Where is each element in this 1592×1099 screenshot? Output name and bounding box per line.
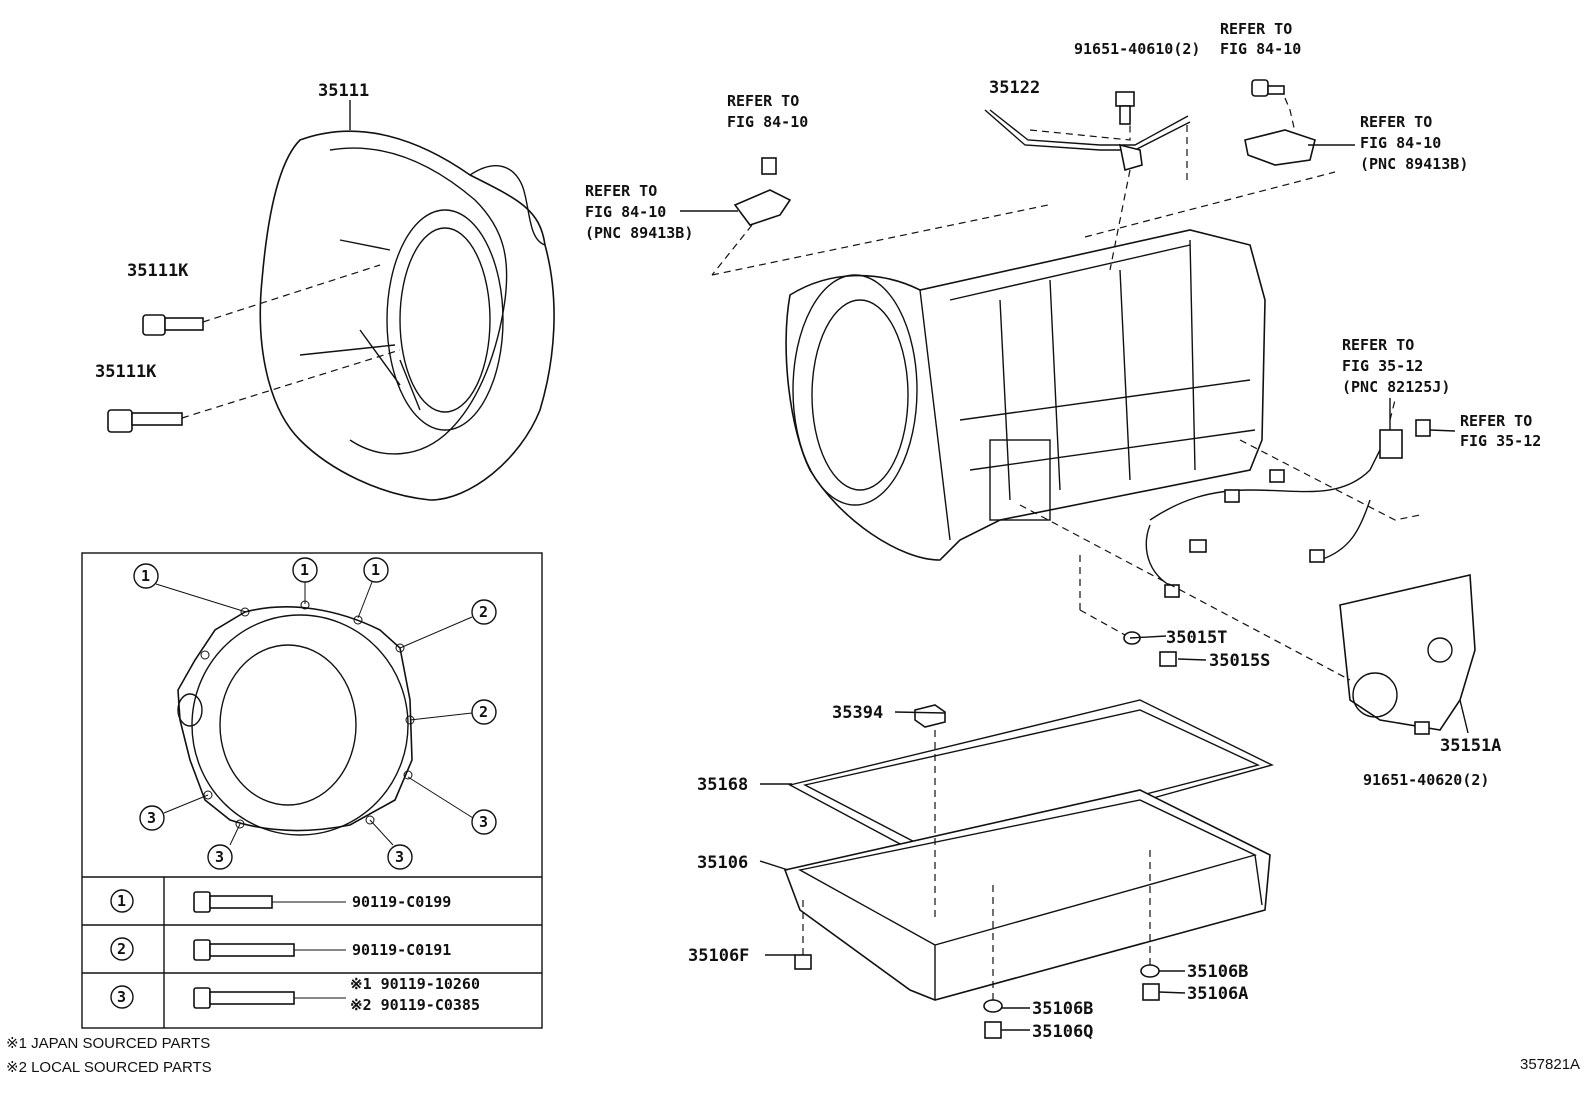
row-2-index: 2: [117, 940, 126, 958]
svg-text:3: 3: [147, 809, 156, 827]
refer-6-line-2: FIG 35-12: [1460, 432, 1541, 450]
refer-block-5: REFER TO FIG 35-12 (PNC 82125J): [1342, 336, 1450, 396]
refer-5-line-3: (PNC 82125J): [1342, 378, 1450, 396]
label-35122: 35122: [989, 78, 1040, 98]
magnet-35394: [914, 704, 946, 920]
svg-text:3: 3: [479, 813, 488, 831]
label-35106a: 35106A: [1187, 984, 1248, 1004]
refer-block-1: REFER TO FIG 84-10: [727, 92, 808, 131]
label-35106f: 35106F: [688, 946, 749, 966]
label-35151a: 35151A: [1440, 736, 1501, 756]
refer-2-line-3: (PNC 89413B): [585, 224, 693, 242]
wire-harness: [1145, 399, 1431, 598]
svg-text:3: 3: [215, 848, 224, 866]
inset-row-2: 2 90119-C0191: [110, 937, 451, 961]
inset-row-3: 3 ※1 90119-10260 ※2 90119-C0385: [110, 975, 480, 1014]
inset-callout-1a: 1: [133, 563, 159, 589]
label-35015s: 35015S: [1209, 651, 1270, 671]
bell-housing-35111: [259, 130, 555, 501]
svg-text:3: 3: [395, 848, 404, 866]
label-35111: 35111: [318, 81, 369, 101]
speed-sensor-right: [1084, 79, 1336, 238]
inset-callout-1c: 1: [363, 557, 389, 583]
refer-4-line-2: FIG 84-10: [1360, 134, 1441, 152]
row-1-index: 1: [117, 892, 126, 910]
footnote-1: ※1 JAPAN SOURCED PARTS: [6, 1035, 210, 1052]
refer-block-3: REFER TO FIG 84-10: [1220, 20, 1301, 58]
refer-6-line-1: REFER TO: [1460, 412, 1532, 430]
row-1-part: 90119-C0199: [352, 893, 451, 911]
inset-callout-3a: 3: [139, 805, 165, 831]
label-35111k-lower: 35111K: [95, 362, 157, 382]
gasket-35168: [788, 699, 1274, 861]
inset-callout-2a: 2: [471, 599, 497, 625]
speed-sensor-left: [711, 157, 1049, 276]
breather-pipe-35122: [984, 100, 1191, 271]
label-91651-40620: 91651-40620(2): [1363, 771, 1489, 789]
svg-text:1: 1: [141, 567, 150, 585]
fastener-35106f: [794, 900, 812, 970]
inset-callout-3b: 3: [471, 809, 497, 835]
refer-4-line-3: (PNC 89413B): [1360, 155, 1468, 173]
svg-text:1: 1: [371, 561, 380, 579]
label-35106b-upper: 35106B: [1187, 962, 1248, 982]
valve-body-35151a: [1019, 504, 1476, 735]
refer-1-line-1: REFER TO: [727, 92, 799, 110]
row-3-part-1: ※1 90119-10260: [350, 975, 480, 993]
bolt-35111k-lower: [107, 349, 401, 433]
inset-callout-2b: 2: [471, 699, 497, 725]
refer-block-6: REFER TO FIG 35-12: [1460, 412, 1541, 450]
refer-5-line-1: REFER TO: [1342, 336, 1414, 354]
row-3-part-2: ※2 90119-C0385: [350, 996, 480, 1014]
refer-2-line-2: FIG 84-10: [585, 203, 666, 221]
label-35168: 35168: [697, 775, 748, 795]
label-35106q: 35106Q: [1032, 1022, 1093, 1042]
inset-callout-3d: 3: [387, 844, 413, 870]
footnote-2: ※2 LOCAL SOURCED PARTS: [6, 1059, 212, 1076]
bolt-91651-40610: [1115, 91, 1135, 125]
refer-block-4: REFER TO FIG 84-10 (PNC 89413B): [1360, 113, 1468, 173]
diagram-id: 357821A: [1520, 1056, 1580, 1073]
refer-2-line-1: REFER TO: [585, 182, 657, 200]
label-35111k-upper: 35111K: [127, 261, 189, 281]
label-35015t: 35015T: [1166, 628, 1227, 648]
refer-3-line-2: FIG 84-10: [1220, 40, 1301, 58]
fastener-35106a: [1142, 983, 1160, 1001]
inset-holes: [200, 600, 415, 829]
label-35106b-lower: 35106B: [1032, 999, 1093, 1019]
svg-text:1: 1: [300, 561, 309, 579]
bolt-35111k-upper: [142, 264, 381, 336]
transmission-case: [785, 229, 1266, 561]
inset-row-1: 1 90119-C0199: [110, 889, 451, 913]
fastener-35106q: [984, 1021, 1002, 1039]
svg-text:2: 2: [479, 603, 488, 621]
refer-3-line-1: REFER TO: [1220, 20, 1292, 38]
label-35106: 35106: [697, 853, 748, 873]
svg-text:2: 2: [479, 703, 488, 721]
refer-block-2: REFER TO FIG 84-10 (PNC 89413B): [585, 182, 693, 242]
refer-5-line-2: FIG 35-12: [1342, 357, 1423, 375]
label-35394: 35394: [832, 703, 883, 723]
fastener-35015s: [1159, 651, 1177, 667]
row-2-part: 90119-C0191: [352, 941, 451, 959]
inset-callout-3c: 3: [207, 844, 233, 870]
oil-pan-35106: [783, 789, 1271, 1001]
bolt-location-inset: 1 1 1 2 2 3 3 3 3 1 90119-C0199 2 90119-…: [81, 552, 543, 1029]
label-91651-40610: 91651-40610(2): [1074, 40, 1200, 58]
refer-4-line-1: REFER TO: [1360, 113, 1432, 131]
refer-1-line-2: FIG 84-10: [727, 113, 808, 131]
inset-callout-1b: 1: [292, 557, 318, 583]
fastener-35106b-lower: [983, 880, 1003, 1013]
row-3-index: 3: [117, 988, 126, 1006]
